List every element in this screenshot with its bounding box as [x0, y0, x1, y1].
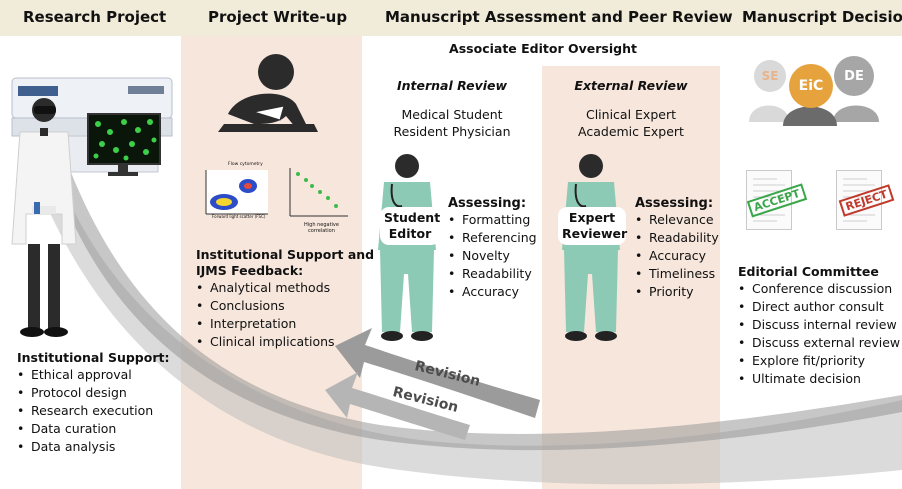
- institutional-support-list: Ethical approval Protocol design Researc…: [17, 366, 169, 456]
- flow-cytometry-title: Flow cytometry: [228, 162, 263, 167]
- list-item: Direct author consult: [738, 298, 900, 316]
- oversight-label: Associate Editor Oversight: [449, 41, 637, 56]
- column-title-project-writeup: Project Write-up: [208, 8, 348, 26]
- badge-line: Editor: [388, 226, 432, 241]
- revision-arrow-1: [335, 328, 540, 418]
- external-review-title: External Review: [574, 78, 688, 93]
- writeup-support-heading-line: Institutional Support and: [196, 247, 375, 262]
- correlation-scatter-plot: [289, 168, 348, 217]
- list-item: Interpretation: [196, 315, 374, 333]
- writeup-support-list: Analytical methods Conclusions Interpret…: [196, 279, 374, 351]
- list-item: Conference discussion: [738, 280, 900, 298]
- reject-document-icon: [836, 170, 882, 230]
- editors-group-icon: [749, 105, 879, 126]
- writing-person-icon: [218, 54, 318, 132]
- badge-line: Reviewer: [562, 226, 628, 241]
- role-label: Medical Student: [401, 107, 503, 122]
- list-item: Readability: [635, 229, 719, 247]
- list-item: Research execution: [17, 402, 169, 420]
- badge-line: Expert: [568, 210, 616, 225]
- internal-assessing-heading: Assessing:: [448, 196, 527, 211]
- writeup-support-block: Institutional Support and IJMS Feedback:…: [196, 247, 374, 351]
- internal-assessing-list: Formatting Referencing Novelty Readabili…: [448, 211, 537, 301]
- list-item: Priority: [635, 283, 719, 301]
- main-flow-arrow: [40, 180, 902, 485]
- accept-document-icon: [746, 170, 792, 230]
- list-item: Ultimate decision: [738, 370, 900, 388]
- writeup-support-heading-line: IJMS Feedback:: [196, 263, 304, 278]
- expert-reviewer-badge: Expert Reviewer: [558, 207, 628, 245]
- scientist-icon: [11, 98, 77, 337]
- correlation-label-line: High negative: [304, 222, 339, 228]
- list-item: Readability: [448, 265, 537, 283]
- editorial-committee-heading: Editorial Committee: [738, 264, 879, 279]
- list-item: Accuracy: [448, 283, 537, 301]
- institutional-support-block: Institutional Support: Ethical approval …: [17, 350, 169, 456]
- student-editor-figure: [378, 154, 436, 341]
- list-item: Data curation: [17, 420, 169, 438]
- external-assessing-list: Relevance Readability Accuracy Timelines…: [635, 211, 719, 301]
- role-label: Academic Expert: [578, 124, 684, 139]
- revision-arrow-2: [325, 372, 470, 440]
- de-avatar: DE: [834, 56, 874, 96]
- expert-reviewer-figure: [562, 154, 620, 341]
- list-item: Timeliness: [635, 265, 719, 283]
- list-item: Data analysis: [17, 438, 169, 456]
- student-editor-badge: Student Editor: [380, 207, 440, 245]
- list-item: Discuss internal review: [738, 316, 900, 334]
- institutional-support-heading: Institutional Support:: [17, 350, 170, 365]
- role-label: Resident Physician: [393, 124, 511, 139]
- internal-assessing-block: Assessing: Formatting Referencing Novelt…: [448, 196, 537, 301]
- list-item: Relevance: [635, 211, 719, 229]
- flow-cytometry-xlabel: Forward light scatter (FSC): [212, 214, 266, 219]
- eic-avatar: EiC: [789, 64, 833, 108]
- column-title-decision: Manuscript Decision: [742, 8, 902, 26]
- header-band: [0, 0, 902, 36]
- list-item: Analytical methods: [196, 279, 374, 297]
- list-item: Protocol design: [17, 384, 169, 402]
- list-item: Accuracy: [635, 247, 719, 265]
- correlation-label-line: correlation: [308, 228, 335, 234]
- flow-cytometry-plot: [205, 170, 268, 215]
- monitor-icon: [87, 113, 161, 176]
- role-label: Clinical Expert: [585, 107, 676, 122]
- se-avatar: SE: [754, 60, 786, 92]
- internal-review-title: Internal Review: [396, 78, 508, 93]
- external-review-roles: Clinical Expert Academic Expert: [542, 106, 720, 140]
- column-title-assessment: Manuscript Assessment and Peer Review: [385, 8, 733, 26]
- document-lines: [843, 178, 875, 222]
- list-item: Novelty: [448, 247, 537, 265]
- badge-line: Student: [384, 210, 441, 225]
- column-title-research-project: Research Project: [23, 8, 167, 26]
- editorial-committee-block: Editorial Committee Conference discussio…: [738, 264, 900, 388]
- list-item: Conclusions: [196, 297, 374, 315]
- list-item: Explore fit/priority: [738, 352, 900, 370]
- external-assessing-block: Assessing: Relevance Readability Accurac…: [635, 196, 719, 301]
- list-item: Clinical implications: [196, 333, 374, 351]
- correlation-label: High negative correlation: [304, 222, 339, 234]
- editorial-committee-list: Conference discussion Direct author cons…: [738, 280, 900, 388]
- internal-review-roles: Medical Student Resident Physician: [362, 106, 542, 140]
- main-flow-arrow-shadow: [55, 170, 902, 451]
- list-item: Formatting: [448, 211, 537, 229]
- list-item: Discuss external review: [738, 334, 900, 352]
- external-assessing-heading: Assessing:: [635, 196, 714, 211]
- document-lines: [753, 178, 785, 222]
- list-item: Ethical approval: [17, 366, 169, 384]
- list-item: Referencing: [448, 229, 537, 247]
